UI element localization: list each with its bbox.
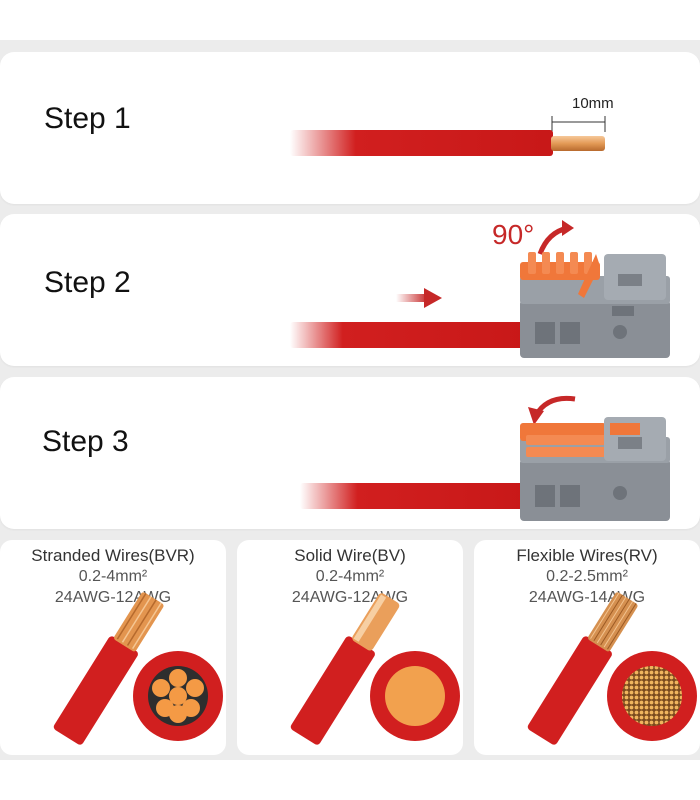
step-1-panel: Step 1 10mm [0, 52, 700, 204]
step-1-illustration [290, 116, 606, 156]
wire-cross-section: 0.2-4mm² [315, 568, 385, 585]
insert-arrow-icon [396, 288, 442, 308]
solid-core-icon [370, 651, 460, 741]
wire-card-stranded: Stranded Wires(BVR) 0.2-4mm² 24AWG-12AWG [0, 540, 226, 755]
strip-length-label: 10mm [572, 95, 614, 112]
stripped-copper-end [551, 136, 605, 151]
flexible-core-icon [607, 651, 697, 741]
step-2-panel: Step 2 90° [0, 214, 700, 366]
step-3-panel: Step 3 [0, 377, 700, 529]
lever-connector [520, 252, 670, 358]
lever-connector [520, 417, 670, 521]
red-wire [290, 322, 530, 348]
step-2-illustration [290, 220, 670, 358]
step-1-label: Step 1 [44, 102, 131, 135]
solid-wire-illustration [290, 593, 460, 745]
wire-type-title: Stranded Wires(BVR) [31, 546, 195, 565]
red-wire [290, 130, 553, 156]
wire-card-solid: Solid Wire(BV) 0.2-4mm² 24AWG-12AWG [237, 540, 463, 755]
wire-cross-section: 0.2-4mm² [78, 568, 148, 585]
lever-angle-label: 90° [492, 219, 535, 250]
flexible-wire-illustration [527, 592, 697, 745]
stranded-wire-illustration [53, 592, 223, 745]
red-wire [300, 483, 530, 509]
stranded-core-icon [133, 651, 223, 741]
step-2-label: Step 2 [44, 266, 131, 299]
wire-type-title: Flexible Wires(RV) [516, 546, 658, 565]
step-3-label: Step 3 [42, 425, 129, 458]
step-3-illustration [300, 395, 670, 521]
wire-card-flexible: Flexible Wires(RV) 0.2-2.5mm² 24AWG-14AW… [474, 540, 700, 755]
measure-bracket [551, 116, 606, 132]
wire-cross-section: 0.2-2.5mm² [546, 568, 628, 585]
wire-type-title: Solid Wire(BV) [294, 546, 406, 565]
